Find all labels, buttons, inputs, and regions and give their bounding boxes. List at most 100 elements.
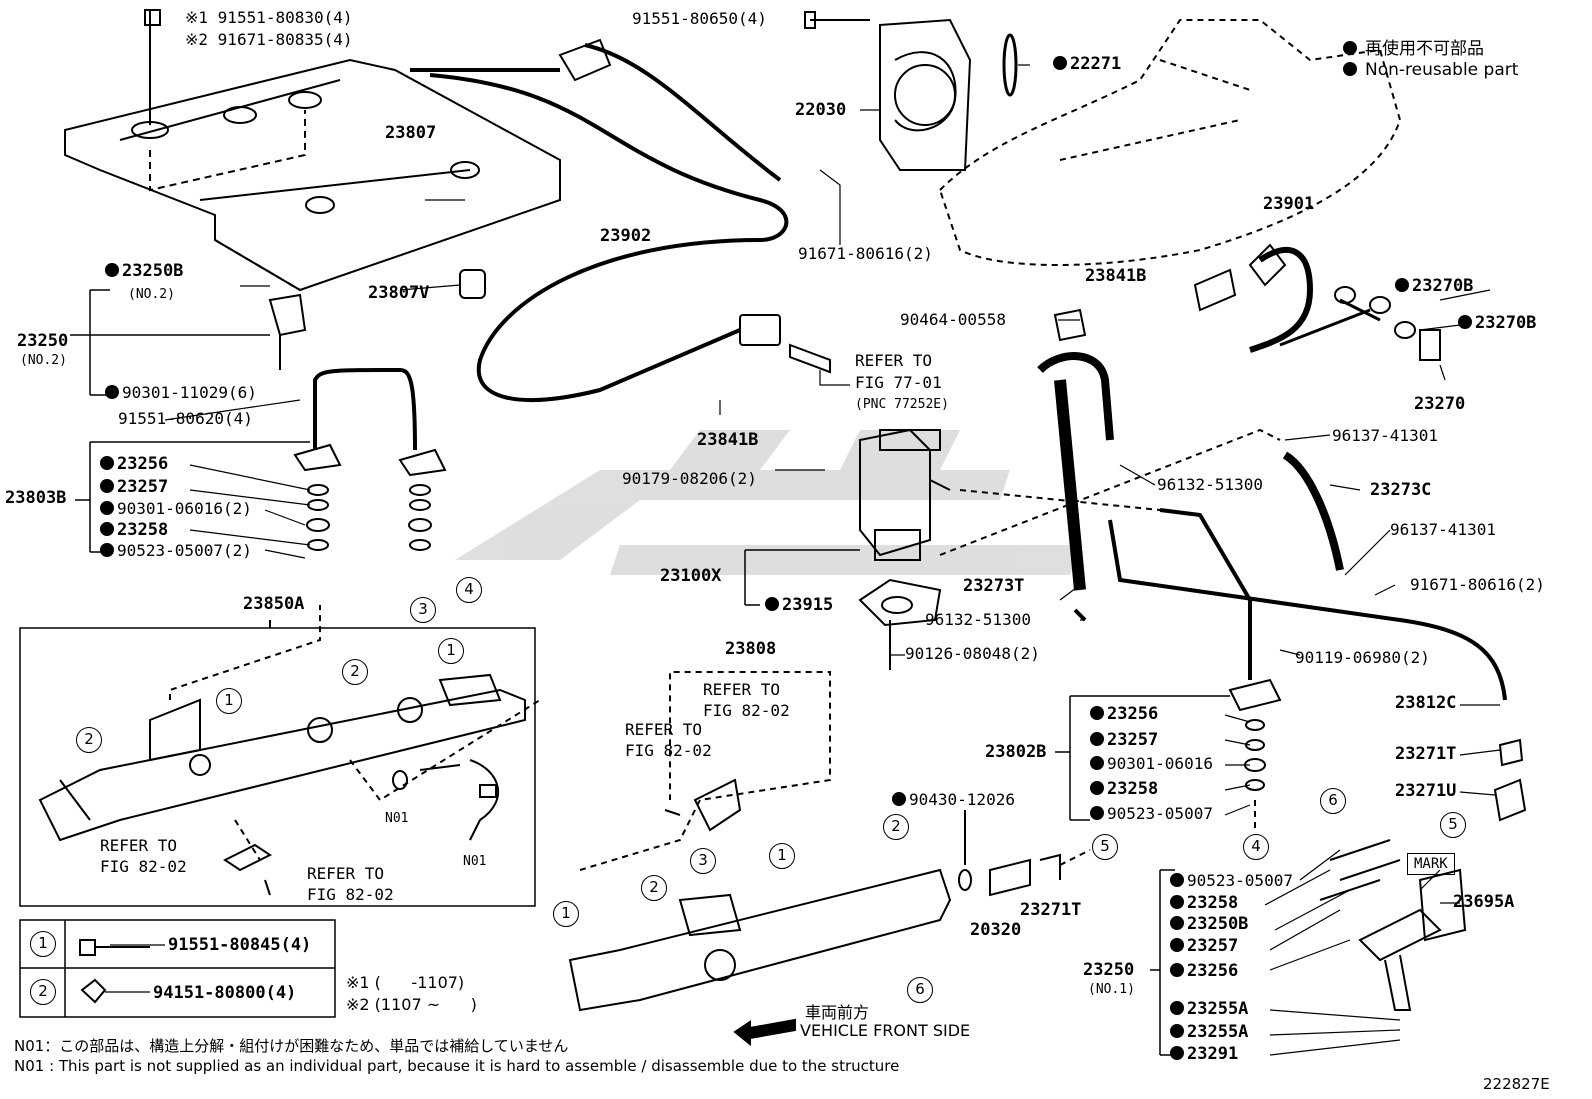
callout-5: 5 bbox=[1092, 834, 1118, 860]
label-23807V: 23807V bbox=[368, 283, 430, 303]
legend-nonreusable-jp: 再使用不可部品 bbox=[1343, 34, 1484, 59]
label-23291: 23291 bbox=[1170, 1046, 1238, 1063]
callout-2: 2 bbox=[641, 875, 667, 901]
label-90430-12026: 90430-12026 bbox=[892, 792, 1015, 808]
callout-1: 1 bbox=[438, 638, 464, 664]
label-23271T-b: 23271T bbox=[1395, 744, 1457, 764]
label-23258-c: 23258 bbox=[1170, 895, 1238, 912]
label-91551-80650: 91551-80650(4) bbox=[632, 9, 767, 28]
label-refer-82a-1: REFER TO bbox=[703, 680, 781, 699]
label-23850A: 23850A bbox=[243, 594, 305, 614]
callout-1: 1 bbox=[553, 901, 579, 927]
callout-2: 2 bbox=[883, 814, 909, 840]
label-91551-80620: 91551-80620(4) bbox=[118, 409, 253, 428]
label-23270B-a: 23270B bbox=[1395, 278, 1473, 295]
label-90523-05007-c: 90523-05007 bbox=[1170, 873, 1293, 889]
label-23250: 23250 bbox=[17, 331, 69, 351]
label-90301-11029: 90301-11029(6) bbox=[105, 385, 257, 401]
callout-6: 6 bbox=[907, 977, 933, 1003]
label-91671-80616-b: 91671-80616(2) bbox=[1410, 575, 1545, 594]
label-no2-a: (NO.2) bbox=[128, 287, 175, 302]
label-refer-77-2: FIG 77-01 bbox=[855, 373, 942, 392]
label-23271T-a: 23271T bbox=[1020, 900, 1082, 920]
bullet-icon bbox=[1343, 41, 1357, 55]
label-22271: 22271 bbox=[1053, 56, 1121, 73]
label-23255A-a: 23255A bbox=[1170, 1001, 1248, 1018]
callout-2: 2 bbox=[342, 659, 368, 685]
label-refer-82d-1: REFER TO bbox=[307, 864, 385, 883]
label-bolt-2: ※2 91671-80835(4) bbox=[185, 30, 353, 49]
hose-23273T bbox=[1037, 352, 1114, 441]
label-23803B: 23803B bbox=[5, 488, 67, 508]
label-bolt-1: ※1 91551-80830(4) bbox=[185, 8, 353, 27]
label-refer-82b-1: REFER TO bbox=[625, 720, 703, 739]
label-22030: 22030 bbox=[795, 100, 847, 120]
callout-3: 3 bbox=[690, 848, 716, 874]
watermark-logo bbox=[455, 430, 1080, 575]
label-23915: 23915 bbox=[765, 597, 833, 614]
label-refer-82a-2: FIG 82-02 bbox=[703, 701, 790, 720]
label-90523-05007-b: 90523-05007 bbox=[1090, 806, 1213, 822]
assembly-box-23850A bbox=[19, 627, 536, 907]
label-23250B-top: 23250B bbox=[105, 263, 183, 280]
callout-2: 2 bbox=[76, 727, 102, 753]
label-23256-b: 23256 bbox=[1090, 706, 1158, 723]
label-90126-08048: 90126-08048(2) bbox=[905, 644, 1040, 663]
label-n01-b: N01 bbox=[463, 854, 487, 869]
legend-nonreusable-en: Non-reusable part bbox=[1343, 60, 1518, 80]
label-23273C: 23273C bbox=[1370, 480, 1432, 500]
label-23841B-a: 23841B bbox=[697, 430, 759, 450]
label-96132-51300-a: 96132-51300 bbox=[1157, 475, 1263, 494]
label-refer-82d-2: FIG 82-02 bbox=[307, 885, 394, 904]
label-23802B: 23802B bbox=[985, 742, 1047, 762]
label-23257-a: 23257 bbox=[100, 479, 168, 496]
callout-4: 4 bbox=[456, 577, 482, 603]
label-no2-b: (NO.2) bbox=[20, 353, 67, 368]
callout-3: 3 bbox=[410, 597, 436, 623]
label-refer-82c-1: REFER TO bbox=[100, 836, 178, 855]
serial-note-2: ※2 (1107 ~ ) bbox=[346, 995, 477, 1014]
label-20320: 20320 bbox=[970, 920, 1022, 940]
key-row1-part: 91551-80845(4) bbox=[168, 935, 312, 955]
label-refer-82c-2: FIG 82-02 bbox=[100, 857, 187, 876]
serial-note-1: ※1 ( -1107) bbox=[346, 973, 465, 992]
label-23256-c: 23256 bbox=[1170, 963, 1238, 980]
label-90464-00558: 90464-00558 bbox=[900, 310, 1006, 329]
key-row2-number: 2 bbox=[30, 979, 56, 1005]
label-90119-06980: 90119-06980(2) bbox=[1295, 648, 1430, 667]
vehicle-front-en: VEHICLE FRONT SIDE bbox=[800, 1021, 971, 1040]
label-23841B-b: 23841B bbox=[1085, 266, 1147, 286]
label-mark: MARK bbox=[1407, 853, 1455, 875]
label-23695A: 23695A bbox=[1453, 892, 1515, 912]
label-refer-82b-2: FIG 82-02 bbox=[625, 741, 712, 760]
callout-1: 1 bbox=[216, 688, 242, 714]
label-23808: 23808 bbox=[725, 639, 777, 659]
label-23271U: 23271U bbox=[1395, 781, 1457, 801]
label-n01-a: N01 bbox=[385, 811, 409, 826]
throttle-body-22030 bbox=[879, 18, 972, 171]
label-23812C: 23812C bbox=[1395, 693, 1457, 713]
note-n01-en: N01 : This part is not supplied as an in… bbox=[14, 1057, 900, 1075]
vacuum-hose-23901 bbox=[1249, 247, 1314, 353]
key-row1-number: 1 bbox=[30, 931, 56, 957]
label-refer-77-1: REFER TO bbox=[855, 351, 933, 370]
label-23257-b: 23257 bbox=[1090, 732, 1158, 749]
label-91671-80616-a: 91671-80616(2) bbox=[798, 244, 933, 263]
figure-id: 222827E bbox=[1483, 1075, 1550, 1093]
label-90301-06016-a: 90301-06016(2) bbox=[100, 501, 252, 517]
label-90301-06016-b: 90301-06016 bbox=[1090, 756, 1213, 772]
bullet-icon bbox=[1343, 62, 1357, 76]
label-23257-c: 23257 bbox=[1170, 938, 1238, 955]
label-96137-41301-a: 96137-41301 bbox=[1332, 426, 1438, 445]
label-96137-41301-b: 96137-41301 bbox=[1390, 520, 1496, 539]
label-23273T: 23273T bbox=[963, 576, 1025, 596]
label-23901: 23901 bbox=[1263, 194, 1315, 214]
label-96132-51300-b: 96132-51300 bbox=[925, 610, 1031, 629]
key-row2-part: 94151-80800(4) bbox=[153, 983, 297, 1003]
callout-4: 4 bbox=[1243, 834, 1269, 860]
label-90179-08206: 90179-08206(2) bbox=[622, 469, 757, 488]
label-23807: 23807 bbox=[385, 123, 437, 143]
label-refer-77-3: (PNC 77252E) bbox=[855, 397, 949, 412]
label-23902: 23902 bbox=[600, 226, 652, 246]
